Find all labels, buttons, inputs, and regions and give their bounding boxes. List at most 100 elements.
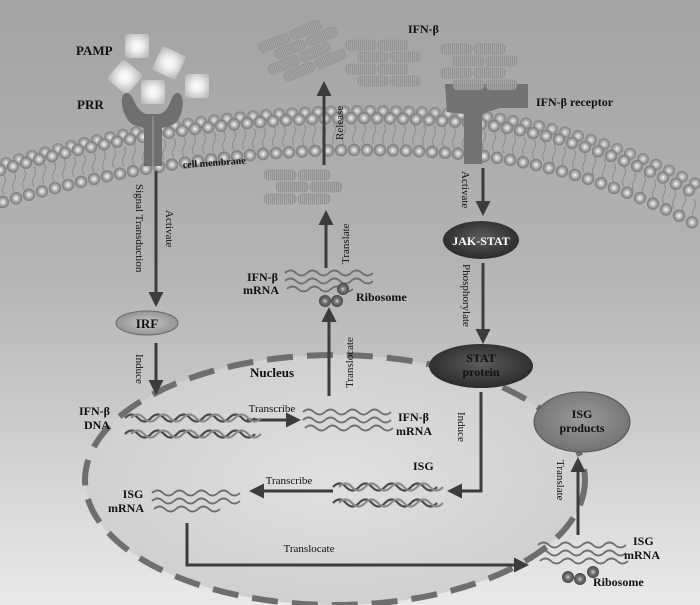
lipid-tail: [212, 132, 216, 153]
lipid-tail: [122, 146, 126, 167]
ifnb-helix: [485, 79, 518, 91]
ribosome-mid-label: Ribosome: [356, 290, 407, 304]
ifnb-protein-cluster: [263, 169, 343, 205]
lipid-tail: [562, 146, 566, 167]
lipid-tail: [682, 193, 686, 214]
ifnb-helix: [485, 55, 518, 67]
ifnb-helix: [440, 67, 473, 79]
mrna-strand: [284, 277, 374, 285]
ifnb-helix: [452, 79, 485, 91]
lipid-head: [295, 145, 309, 158]
mrna-strand: [302, 408, 392, 416]
lipid-head: [266, 114, 280, 128]
lipid-head: [269, 146, 283, 160]
ifnb-helix: [305, 26, 338, 47]
ifnb-helix: [357, 75, 389, 87]
lipid-tail: [272, 126, 276, 148]
lipid-head: [87, 172, 101, 186]
lipid-head: [240, 116, 254, 130]
lipid-tail: [112, 148, 116, 169]
lipid-head: [48, 181, 62, 195]
ifnb-helix: [440, 43, 473, 55]
dna-strand: [130, 429, 262, 439]
lipid-tail: [602, 159, 606, 180]
isg-mrna-cyto-label-1: ISG: [633, 534, 654, 548]
lipid-tail: [672, 188, 676, 210]
induce-left-label: Induce: [133, 354, 145, 384]
ifnb-mrna-cyto-label-1: IFN-β: [247, 270, 278, 284]
dna-strand: [338, 482, 444, 492]
nucleus-envelope: [82, 352, 588, 605]
mrna-strand: [302, 416, 392, 424]
lipid-head: [386, 144, 400, 157]
isg-products-label-1: ISG: [572, 407, 593, 421]
irf-node: [115, 310, 179, 336]
lipid-tail: [332, 124, 336, 145]
ifnb-helix: [389, 51, 421, 63]
lipid-head: [438, 146, 452, 159]
ribosome-particle: [337, 283, 349, 295]
activate-right-label: Activate: [459, 171, 471, 208]
ifnb-helix: [345, 39, 377, 51]
lipid-tail: [82, 154, 86, 175]
lipid-tail: [252, 128, 256, 149]
lipid-head: [292, 113, 306, 126]
lipid-head: [552, 133, 566, 146]
lipid-tail: [92, 152, 96, 173]
pamp-molecule: [152, 46, 186, 80]
ifnb-mrna-nuc-label-1: IFN-β: [398, 410, 429, 424]
lipid-head: [630, 159, 644, 173]
ifnb-helix: [297, 169, 331, 181]
induce-isg-arrow: [447, 392, 483, 499]
lipid-head: [565, 136, 579, 150]
ifnb-helix: [345, 63, 377, 75]
lipid-head: [32, 153, 46, 166]
ifnb-dna-label-2: DNA: [84, 418, 110, 432]
lipid-tail: [512, 134, 516, 156]
isg-mrna-cyto-label-2: mRNA: [624, 548, 660, 562]
prr-receptor: [121, 92, 183, 166]
ribosome-isg: [562, 566, 599, 585]
ifnb-receptor-shape: [445, 84, 528, 164]
lipid-head: [360, 143, 374, 157]
lipid-tail: [352, 123, 356, 145]
ifnb-helix: [309, 181, 343, 193]
lipid-head: [347, 143, 361, 157]
lipid-head: [334, 143, 348, 157]
mrna-strand: [537, 541, 627, 549]
lipid-head: [162, 126, 176, 139]
lipid-head: [19, 156, 33, 169]
lipid-head: [656, 171, 670, 184]
lipid-head: [396, 112, 410, 125]
lipid-head: [71, 143, 85, 157]
lipid-head: [539, 129, 553, 143]
lipid-tail: [72, 156, 76, 178]
lipid-tail: [312, 124, 316, 146]
lipid-head: [110, 135, 124, 148]
ifnb-receptor-label: IFN-β receptor: [536, 95, 614, 109]
ifnb-helix: [473, 43, 506, 55]
lipid-head: [555, 165, 569, 178]
lipid-head: [435, 114, 449, 127]
ifnb-helix: [275, 181, 309, 193]
induce-right-label: Induce: [455, 412, 467, 442]
lipid-head: [256, 147, 270, 161]
lipid-tail: [402, 124, 406, 146]
lipid-head: [97, 138, 111, 151]
lipid-head: [22, 188, 36, 201]
ribosome-particle: [562, 571, 574, 583]
prr-label: PRR: [77, 97, 104, 112]
lipid-head: [178, 156, 192, 169]
lipid-tail: [522, 136, 526, 158]
mrna-strand: [151, 489, 241, 497]
mrna-strand: [537, 549, 627, 557]
ribosome-particle: [574, 573, 586, 585]
lipid-tail: [202, 133, 206, 155]
lipid-head: [513, 124, 527, 137]
transcribe-bottom-label: Transcribe: [266, 475, 313, 487]
lipid-head: [594, 177, 608, 190]
translate-right-label: Translate: [554, 460, 566, 501]
lipid-head: [659, 203, 673, 216]
lipid-head: [451, 147, 465, 160]
lipid-head: [620, 186, 634, 199]
